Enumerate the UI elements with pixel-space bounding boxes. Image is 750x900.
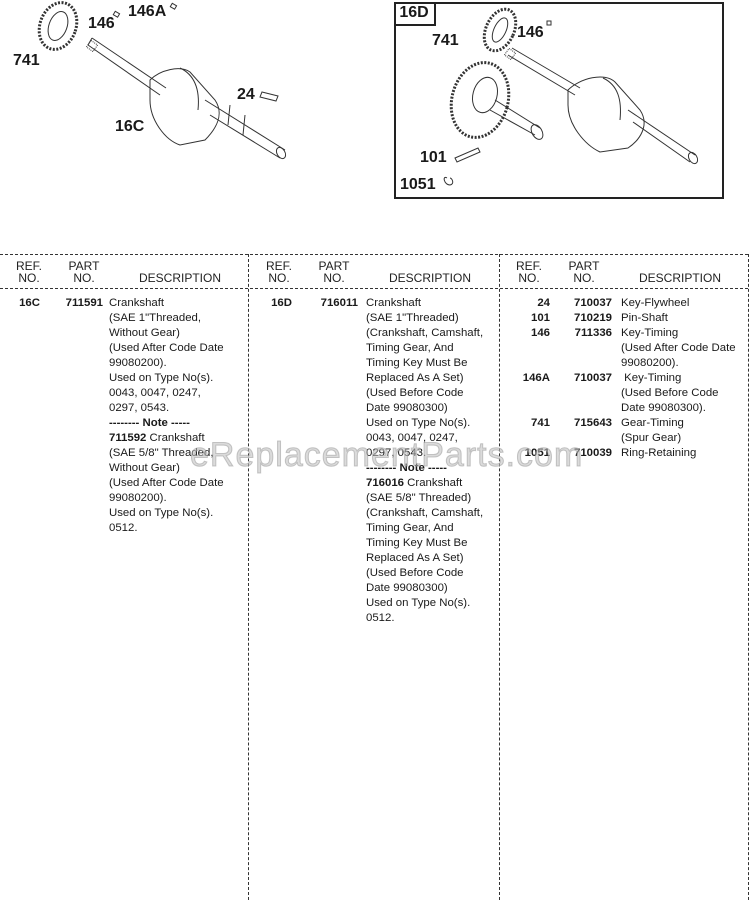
table-row: 146 711336 Key-Timing (Used After Code D… <box>500 326 748 371</box>
part-no: 710037 <box>573 297 612 309</box>
callout-16c: 16C <box>115 118 145 135</box>
description: Crankshaft (SAE 1"Threaded, Without Gear… <box>109 297 224 534</box>
header-description: DESCRIPTION <box>638 271 721 285</box>
alt-part-line: 711592 Crankshaft <box>109 432 205 444</box>
header-part-no: PART NO. <box>68 259 100 285</box>
description: Pin-Shaft <box>621 312 668 324</box>
callout-box-101: 101 <box>420 149 447 166</box>
column-divider-1 <box>248 254 249 900</box>
header-description: DESCRIPTION <box>138 271 221 285</box>
table-row: 146A 710037 Key-Timing (Used Before Code… <box>500 371 748 416</box>
header-part-no: PART NO. <box>318 259 350 285</box>
part-no: 711591 <box>65 297 103 309</box>
header-part-no: PART NO. <box>568 259 600 285</box>
ref-no: 146 <box>530 327 550 339</box>
crankshaft-16c-icon <box>85 37 287 160</box>
table-row: 1051 710039 Ring-Retaining <box>500 446 748 461</box>
assembly-16d-label: 16D <box>394 2 436 26</box>
callout-146: 146 <box>88 15 115 32</box>
description: Gear-Timing (Spur Gear) <box>621 417 684 444</box>
part-no: 710039 <box>573 447 612 459</box>
ref-no: 16C <box>19 297 40 309</box>
header-ref-no: REF. NO. <box>515 259 542 285</box>
column-divider-2 <box>499 254 500 900</box>
callout-box-1051: 1051 <box>400 176 436 193</box>
description: Key-Timing (Used Before Code Date 990803… <box>621 372 719 414</box>
ref-no: 101 <box>530 312 550 324</box>
camshaft-gear-icon <box>449 61 544 140</box>
table-top-border <box>0 254 748 255</box>
callout-box-146: 146 <box>517 24 544 41</box>
part-no: 716011 <box>320 297 358 309</box>
description: Key-Flywheel <box>621 297 690 309</box>
table-right-border <box>748 254 749 900</box>
ref-no: 24 <box>537 297 550 309</box>
description: Ring-Retaining <box>621 447 697 459</box>
note-divider: -------- Note ----- <box>109 417 190 429</box>
callout-box-741: 741 <box>432 32 459 49</box>
ref-no: 1051 <box>524 447 550 459</box>
callout-741: 741 <box>13 52 40 69</box>
header-ref-no: REF. NO. <box>15 259 42 285</box>
parts-table: REF. NO. PART NO. DESCRIPTION REF. NO. P… <box>0 254 750 900</box>
table-row: 101 710219 Pin-Shaft <box>500 311 748 326</box>
alt-part-line: 716016 Crankshaft <box>366 477 463 489</box>
table-row: 741 715643 Gear-Timing (Spur Gear) <box>500 416 748 446</box>
callout-146a: 146A <box>128 3 167 20</box>
description: Key-Timing (Used After Code Date 9908020… <box>621 327 736 369</box>
note-divider: -------- Note ----- <box>366 462 447 474</box>
header-description: DESCRIPTION <box>388 271 471 285</box>
gear-741-icon <box>37 1 79 51</box>
table-row: 24 710037 Key-Flywheel <box>500 296 748 311</box>
header-ref-no: REF. NO. <box>265 259 292 285</box>
crankshaft-illustration <box>37 1 699 186</box>
part-no: 710037 <box>573 372 612 384</box>
ref-no: 741 <box>530 417 550 429</box>
part-no: 711336 <box>574 327 612 339</box>
parts-diagram: 741 146 146A 24 16C 16D 741 146 101 1051 <box>0 0 750 230</box>
part-no: 710219 <box>573 312 612 324</box>
callout-24: 24 <box>237 86 255 103</box>
description: Crankshaft (SAE 1"Threaded) (Crankshaft,… <box>366 297 484 624</box>
part-no: 715643 <box>573 417 612 429</box>
parts-column-3: 24 710037 Key-Flywheel 101 710219 Pin-Sh… <box>500 296 748 461</box>
table-header-border <box>0 288 748 289</box>
ref-no: 146A <box>522 372 550 384</box>
gear-741-box-icon <box>482 7 518 53</box>
assembly-16d-box <box>394 2 724 199</box>
ref-no: 16D <box>271 297 292 309</box>
